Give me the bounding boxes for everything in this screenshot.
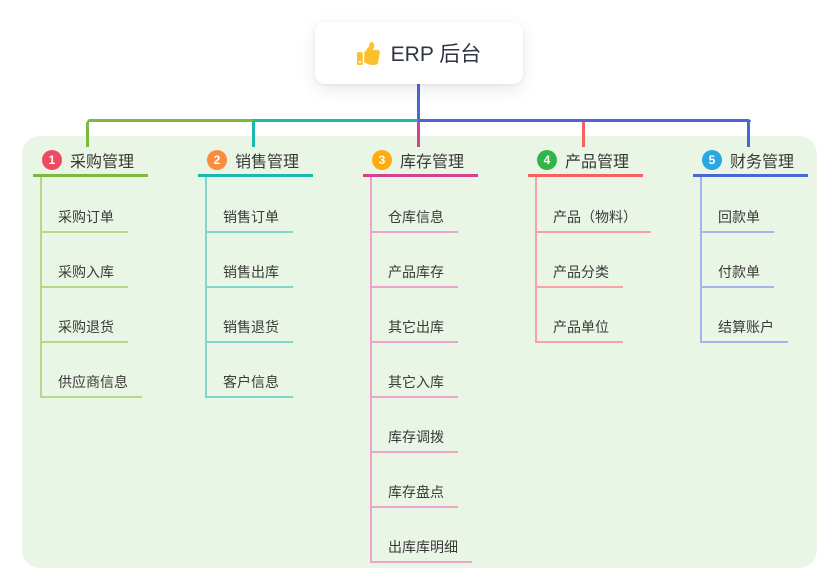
root-node[interactable]: ERP 后台 [315, 22, 523, 84]
branch-title-finance[interactable]: 5 财务管理 [693, 146, 808, 177]
background-panel [22, 136, 817, 568]
branch-title-purchase[interactable]: 1 采购管理 [33, 146, 148, 177]
node-item[interactable]: 供应商信息 [40, 366, 142, 398]
connector-drop-branch3 [417, 122, 420, 147]
connector-root-drop [417, 84, 420, 120]
node-item[interactable]: 仓库信息 [370, 201, 458, 233]
connector-drop-branch5 [747, 122, 750, 147]
branch-spine [700, 177, 702, 341]
branch-label: 库存管理 [400, 154, 465, 171]
node-item[interactable]: 其它入库 [370, 366, 458, 398]
branch-number-badge: 2 [207, 150, 227, 170]
root-label: ERP 后台 [390, 43, 482, 66]
connector-drop-branch2 [252, 122, 255, 147]
connector-bus-blue [418, 119, 751, 122]
node-item[interactable]: 出库库明细 [370, 531, 472, 563]
branch-label: 财务管理 [730, 154, 795, 171]
branch-title-sales[interactable]: 2 销售管理 [198, 146, 313, 177]
node-item[interactable]: 采购订单 [40, 201, 128, 233]
node-item[interactable]: 其它出库 [370, 311, 458, 343]
branch-spine [370, 177, 372, 561]
node-item[interactable]: 库存调拨 [370, 421, 458, 453]
branch-number-badge: 4 [537, 150, 557, 170]
connector-drop-branch4 [582, 122, 585, 147]
node-item[interactable]: 产品单位 [535, 311, 623, 343]
branch-title-inventory[interactable]: 3 库存管理 [363, 146, 478, 177]
branch-label: 产品管理 [565, 154, 630, 171]
branch-label: 采购管理 [70, 154, 135, 171]
branch-number-badge: 5 [702, 150, 722, 170]
branch-title-product[interactable]: 4 产品管理 [528, 146, 643, 177]
node-item[interactable]: 产品分类 [535, 256, 623, 288]
node-item[interactable]: 采购入库 [40, 256, 128, 288]
node-item[interactable]: 库存盘点 [370, 476, 458, 508]
node-item[interactable]: 销售退货 [205, 311, 293, 343]
node-item[interactable]: 结算账户 [700, 311, 788, 343]
node-item[interactable]: 销售订单 [205, 201, 293, 233]
node-item[interactable]: 采购退货 [40, 311, 128, 343]
branch-label: 销售管理 [235, 154, 300, 171]
node-item[interactable]: 产品（物料） [535, 201, 651, 233]
connector-bus-green [87, 119, 254, 122]
branch-spine [535, 177, 537, 341]
node-item[interactable]: 回款单 [700, 201, 774, 233]
connector-drop-branch1 [86, 122, 89, 147]
node-item[interactable]: 产品库存 [370, 256, 458, 288]
node-item[interactable]: 销售出库 [205, 256, 293, 288]
node-item[interactable]: 客户信息 [205, 366, 293, 398]
branch-number-badge: 1 [42, 150, 62, 170]
node-item[interactable]: 付款单 [700, 256, 774, 288]
branch-number-badge: 3 [372, 150, 392, 170]
thumbs-up-icon [356, 41, 380, 65]
connector-bus-teal [253, 119, 419, 122]
